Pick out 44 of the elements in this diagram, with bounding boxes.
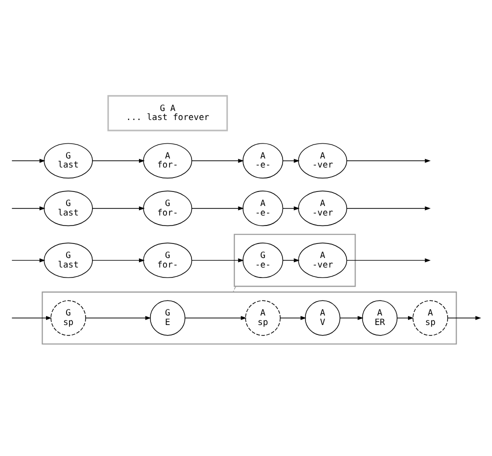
arrow [85, 316, 152, 320]
arrow [282, 206, 300, 210]
arrow [282, 258, 300, 262]
arrow [92, 206, 145, 210]
node-ellipse: A -e- [242, 142, 284, 178]
node-ellipse: A -ver [298, 242, 348, 278]
arrow [346, 158, 431, 162]
arrow [92, 258, 145, 262]
node-ellipse: A for- [143, 142, 192, 178]
node-box: G A ... last forever [107, 94, 228, 131]
arrow [184, 316, 247, 320]
arrow [280, 316, 306, 320]
arrow [346, 258, 431, 262]
node-circle: A ER [362, 300, 398, 336]
arrow [191, 206, 244, 210]
node-circle: G E [150, 300, 186, 336]
arrow [12, 258, 46, 262]
arrow [396, 316, 414, 320]
node-ellipse: A -ver [298, 142, 348, 178]
arrow [12, 316, 52, 320]
node-ellipse: G -e- [242, 242, 284, 278]
arrow [12, 206, 46, 210]
node-ellipse: G last [44, 142, 93, 178]
node-circle: A sp [245, 300, 281, 336]
arrow [282, 158, 300, 162]
node-circle: G sp [50, 300, 86, 336]
arrow [340, 316, 364, 320]
node-ellipse: G last [44, 242, 93, 278]
node-ellipse: A -e- [242, 190, 284, 226]
cluster [42, 291, 457, 344]
node-circle: A V [304, 300, 340, 336]
node-ellipse: G last [44, 190, 93, 226]
arrow [92, 158, 145, 162]
arrow [448, 316, 482, 320]
arrow [346, 206, 431, 210]
node-ellipse: G for- [143, 190, 192, 226]
node-ellipse: A -ver [298, 190, 348, 226]
arrow [191, 158, 244, 162]
arrow [191, 258, 244, 262]
node-circle: A sp [412, 300, 448, 336]
arrow [12, 158, 46, 162]
connector [232, 285, 236, 292]
cluster [234, 233, 356, 286]
node-ellipse: G for- [143, 242, 192, 278]
